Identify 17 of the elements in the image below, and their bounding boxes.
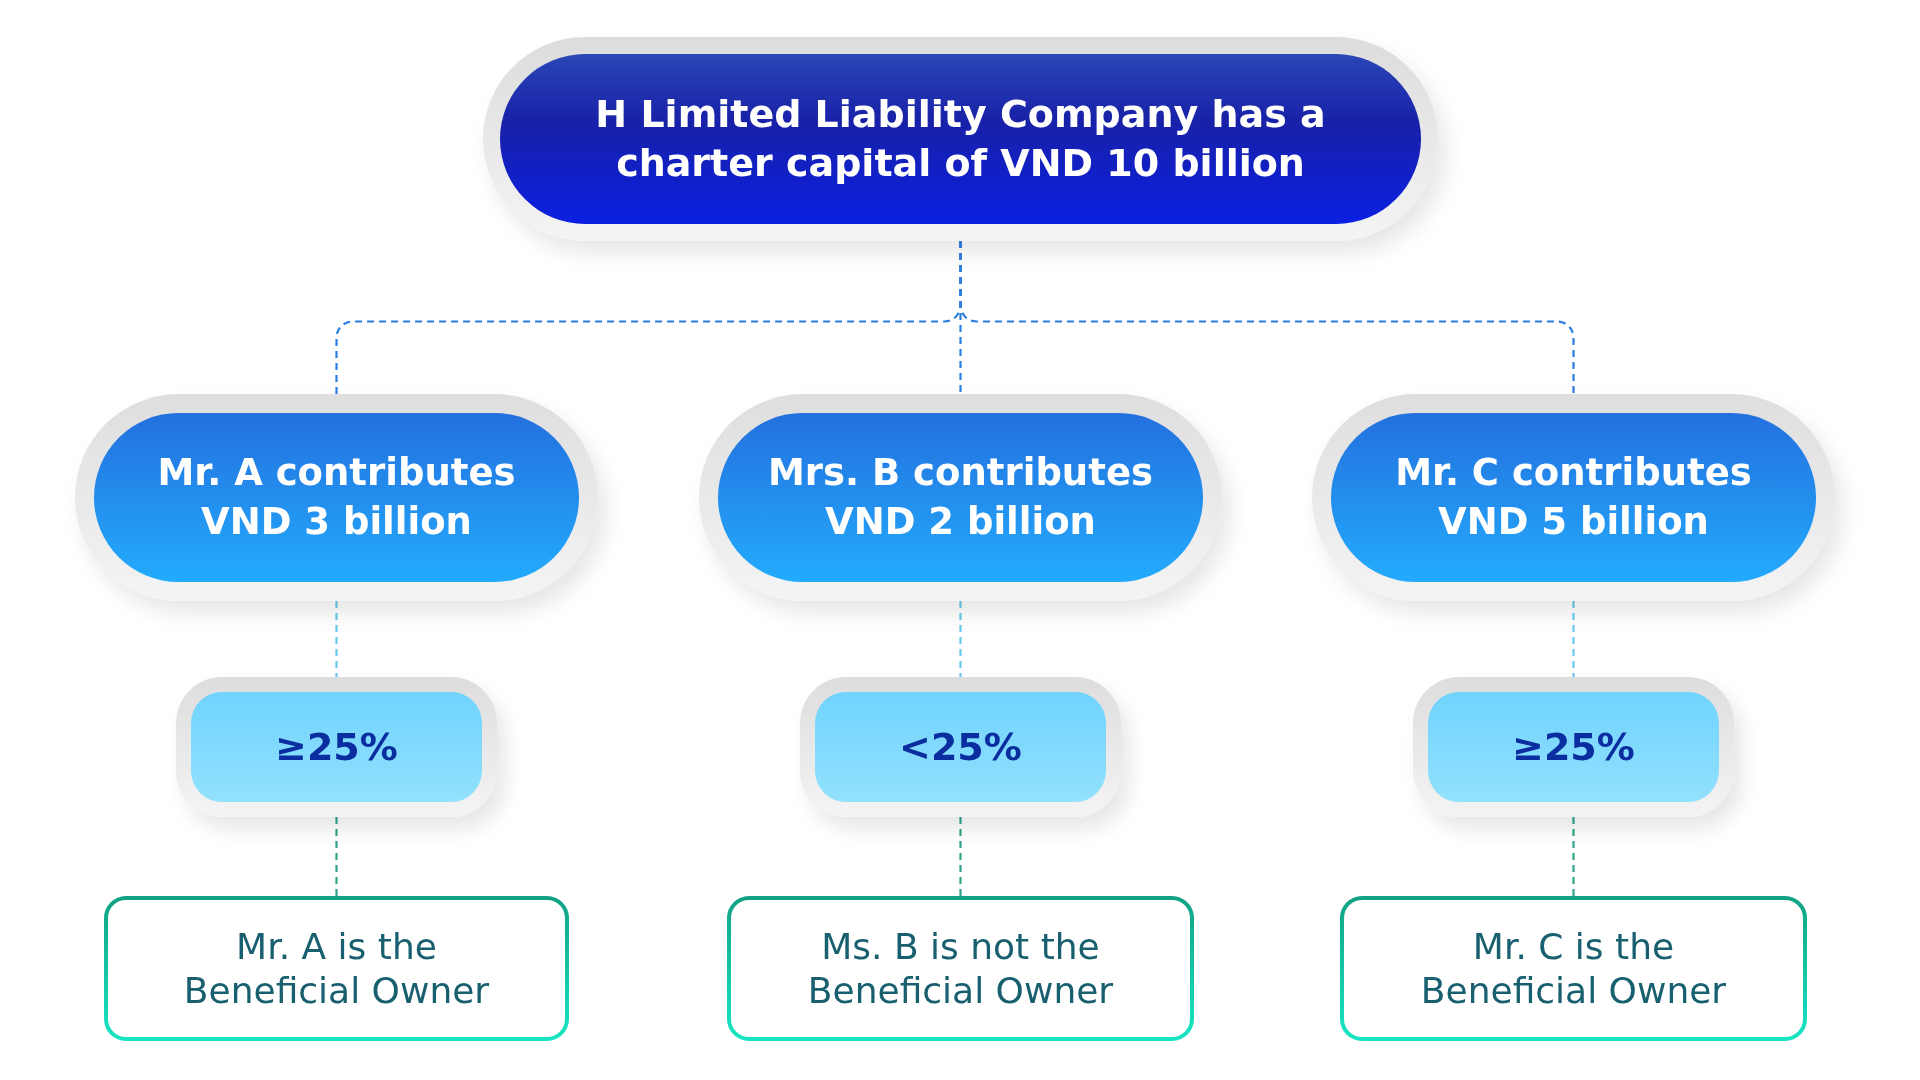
node-text: ≥25% [275, 725, 398, 769]
node-text: H Limited Liability Company has a charter capital of VND 10 billion [594, 90, 1327, 187]
dashed-connector [1572, 817, 1575, 896]
dashed-connector [959, 817, 962, 896]
node-text: Mr. C is the Beneficial Owner [1419, 925, 1728, 1012]
dashed-connector [959, 241, 1575, 394]
dashed-connector [335, 601, 338, 677]
dashed-connector [335, 817, 338, 896]
node-text: Mr. C contributes VND 5 billion [1394, 450, 1753, 545]
node-text: ≥25% [1512, 725, 1635, 769]
dashed-connector [959, 601, 962, 677]
node-text: <25% [899, 725, 1022, 769]
node-text: Mrs. B contributes VND 2 billion [766, 450, 1155, 545]
node-text: Mr. A contributes VND 3 billion [156, 450, 517, 545]
node-text: Mr. A is the Beneficial Owner [182, 925, 491, 1012]
node-text: Ms. B is not the Beneficial Owner [806, 925, 1115, 1012]
dashed-connector [1572, 601, 1575, 677]
